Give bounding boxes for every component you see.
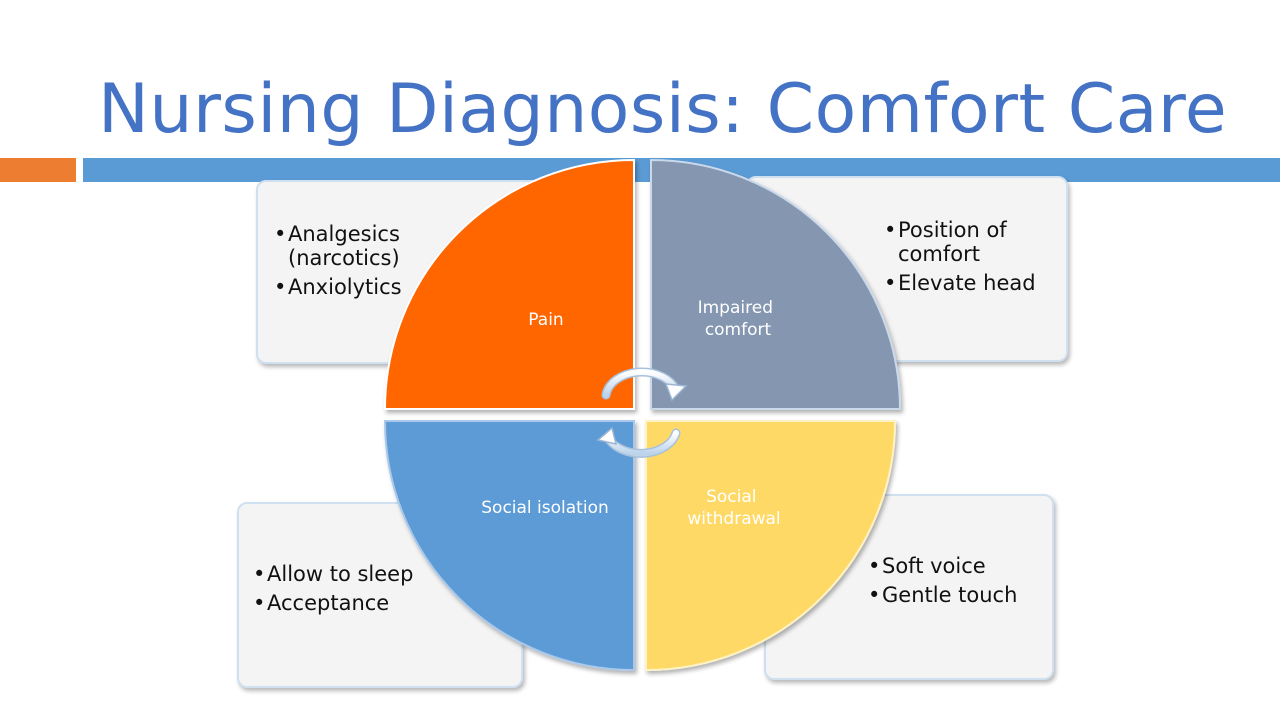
impaired-comfort-label-line-2: comfort	[705, 320, 772, 340]
impaired-comfort-quadrant	[650, 158, 902, 410]
social-withdrawal-label: Social withdrawal	[687, 487, 780, 529]
pain-quadrant	[383, 158, 635, 410]
social-isolation-quadrant	[383, 420, 635, 672]
bullet-item: Acceptance	[251, 591, 521, 615]
bullet-item: Analgesics (narcotics)	[272, 222, 428, 270]
pain-label: Pain	[528, 310, 563, 330]
bullet-item: Anxiolytics	[272, 275, 544, 299]
pain-bullet-list: Analgesics (narcotics) Anxiolytics	[272, 222, 544, 299]
social-isolation-bullet-list: Allow to sleep Acceptance	[251, 562, 521, 615]
title-accent-bar	[0, 158, 76, 182]
social-withdrawal-label-line-2: withdrawal	[687, 509, 780, 529]
bullet-item: Allow to sleep	[251, 562, 521, 586]
social-withdrawal-bullet-list: Soft voice Gentle touch	[866, 554, 1052, 607]
impaired-comfort-label-line-1: Impaired	[698, 298, 773, 318]
circular-arrows-icon	[596, 367, 688, 458]
slide-title: Nursing Diagnosis: Comfort Care	[98, 70, 1228, 149]
bullet-item: Soft voice	[866, 554, 1052, 578]
social-withdrawal-label-line-1: Social	[706, 487, 756, 507]
social-isolation-label: Social isolation	[481, 498, 609, 518]
social-withdrawal-quadrant	[645, 420, 897, 672]
impaired-comfort-label: Impaired comfort	[698, 298, 779, 340]
bullet-item: Elevate head	[882, 271, 1066, 295]
bullet-item: Position of comfort	[882, 218, 1038, 266]
impaired-comfort-bullet-list: Position of comfort Elevate head	[882, 218, 1066, 295]
bullet-item: Gentle touch	[866, 583, 1052, 607]
